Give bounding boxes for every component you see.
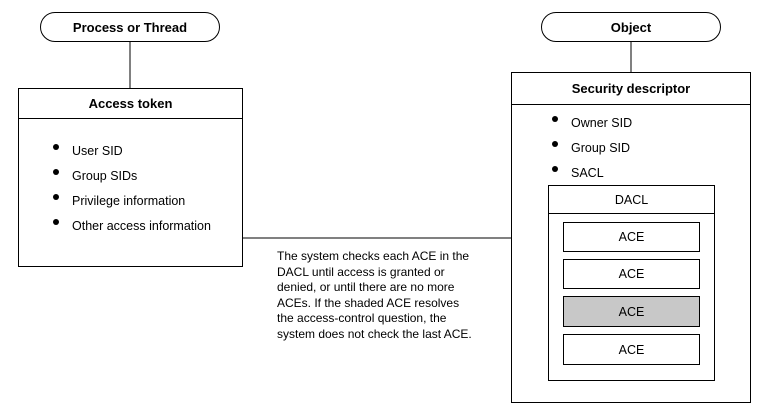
descriptor-item-label: SACL xyxy=(571,166,604,180)
security-descriptor-title-text: Security descriptor xyxy=(571,81,691,96)
bullet-icon xyxy=(53,169,59,175)
bullet-icon xyxy=(53,194,59,200)
bullet-icon xyxy=(552,116,558,122)
access-token-item-group-sids: Group SIDs xyxy=(19,164,242,189)
descriptor-item-label: Group SID xyxy=(571,141,631,155)
ace-entry: ACE xyxy=(563,259,700,289)
access-token-item-label: Group SIDs xyxy=(72,169,138,183)
descriptor-item-group-sid: Group SID xyxy=(512,136,750,161)
ace-label: ACE xyxy=(618,304,645,319)
process-or-thread-label: Process or Thread xyxy=(72,19,188,35)
process-or-thread-node: Process or Thread xyxy=(40,12,220,42)
access-token-item-label: User SID xyxy=(72,144,123,158)
access-token-item-other-access-information: Other access information xyxy=(19,214,242,239)
ace-label: ACE xyxy=(618,267,645,281)
dacl-title: DACL xyxy=(549,186,714,214)
bullet-icon xyxy=(552,166,558,172)
access-token-item-privilege-information: Privilege information xyxy=(19,189,242,214)
descriptor-item-owner-sid: Owner SID xyxy=(512,111,750,136)
access-token-list: User SID Group SIDs Privilege informatio… xyxy=(19,139,242,239)
descriptor-item-sacl: SACL xyxy=(512,161,750,186)
object-label: Object xyxy=(610,19,652,35)
bullet-icon xyxy=(552,141,558,147)
ace-entry: ACE xyxy=(563,222,700,252)
ace-check-note: The system checks each ACE in the DACL u… xyxy=(277,249,472,341)
ace-entry-shaded: ACE xyxy=(563,296,700,327)
access-token-title-text: Access token xyxy=(88,96,173,111)
access-token-item-label: Other access information xyxy=(72,219,211,233)
access-token-box: Access token User SID Group SIDs Privile… xyxy=(18,88,243,267)
access-token-item-label: Privilege information xyxy=(72,194,186,208)
descriptor-item-label: Owner SID xyxy=(571,116,633,130)
bullet-icon xyxy=(53,144,59,150)
security-descriptor-title: Security descriptor xyxy=(512,73,750,105)
ace-label: ACE xyxy=(618,342,645,357)
bullet-icon xyxy=(53,219,59,225)
access-token-item-user-sid: User SID xyxy=(19,139,242,164)
ace-entry-last: ACE xyxy=(563,334,700,365)
security-descriptor-list: Owner SID Group SID SACL xyxy=(512,111,750,186)
ace-label: ACE xyxy=(618,230,645,244)
dacl-title-text: DACL xyxy=(614,192,649,207)
access-token-title: Access token xyxy=(19,89,242,119)
object-node: Object xyxy=(541,12,721,42)
